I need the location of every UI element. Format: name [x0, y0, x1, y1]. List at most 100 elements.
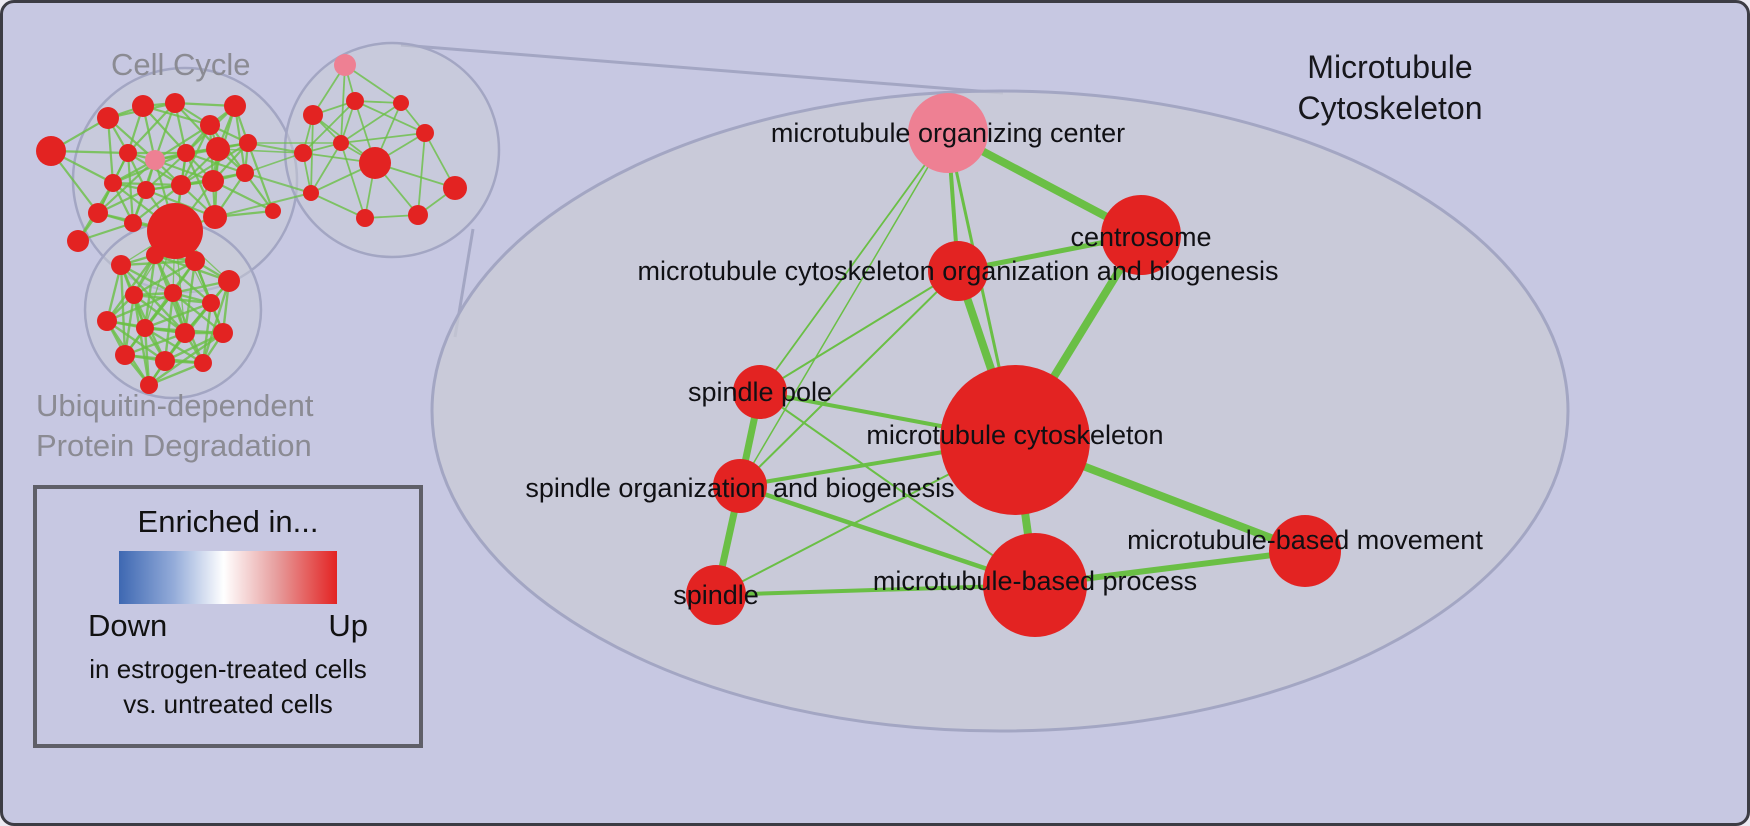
node-mco — [928, 241, 988, 301]
mini-node — [104, 174, 122, 192]
mini-node — [36, 136, 66, 166]
legend-color-gradient-bar — [119, 551, 337, 604]
mini-edge — [124, 331, 186, 357]
mini-node — [145, 150, 165, 170]
legend-subtitle-line1: in estrogen-treated cells — [89, 654, 367, 684]
mini-node — [177, 144, 195, 162]
node-label-centrosome: centrosome — [1070, 222, 1211, 252]
mini-node — [416, 124, 434, 142]
node-label-mbp: microtubule-based process — [873, 566, 1197, 596]
mini-node — [136, 319, 154, 337]
minimap-nodes — [36, 54, 467, 394]
mini-node — [140, 376, 158, 394]
mini-node — [111, 255, 131, 275]
mini-edge — [133, 259, 196, 297]
mini-node — [443, 176, 467, 200]
mini-node — [137, 181, 155, 199]
node-moc — [908, 93, 988, 173]
node-mbp — [983, 533, 1087, 637]
mini-edge — [310, 192, 366, 219]
mini-edge — [148, 332, 224, 386]
mini-edge — [302, 100, 356, 154]
mini-edge — [201, 280, 231, 364]
mini-node — [346, 92, 364, 110]
mini-node — [147, 203, 203, 259]
node-label-mc: microtubule cytoskeleton — [866, 420, 1163, 450]
mini-node — [303, 105, 323, 125]
mini-node — [185, 251, 205, 271]
edge-spindle_pole-mbp — [759, 391, 1036, 586]
mini-node — [88, 203, 108, 223]
mini-node — [359, 147, 391, 179]
edge-mco-spindle_pole — [759, 270, 959, 393]
legend-up-label: Up — [328, 608, 368, 643]
mini-edge — [132, 184, 182, 224]
mini-edge — [344, 64, 402, 104]
node-label-mbm: microtubule-based movement — [1127, 525, 1483, 555]
mini-node — [294, 144, 312, 162]
mini-edge — [247, 142, 304, 154]
mini-edge — [106, 291, 174, 323]
mini-node — [200, 115, 220, 135]
mini-edge — [132, 294, 151, 386]
mini-edge — [340, 102, 402, 144]
edge-moc-sob — [739, 132, 949, 487]
mini-node — [146, 246, 164, 264]
mini-edge — [127, 102, 176, 154]
mini-edge — [354, 100, 426, 134]
mini-edge — [120, 264, 186, 334]
network-canvas: microtubule organizing center centrosome m… — [36, 41, 1570, 733]
mini-node — [356, 209, 374, 227]
mini-edge — [244, 152, 304, 174]
mini-node — [213, 323, 233, 343]
node-spindle_pole — [733, 365, 787, 419]
mini-edge — [144, 301, 212, 330]
mini-node — [265, 203, 281, 219]
mini-edge — [244, 172, 312, 194]
cluster-label-cell-cycle: Cell Cycle — [111, 47, 251, 82]
node-label-mco: microtubule cytoskeleton organization an… — [638, 256, 1279, 286]
mini-node — [155, 351, 175, 371]
mini-edge — [153, 102, 177, 161]
cluster-label-microtubule-cytoskeleton: Microtubule Cytoskeleton — [1297, 49, 1483, 126]
node-spindle — [686, 565, 746, 625]
legend-down-label: Down — [88, 608, 168, 643]
mini-node — [115, 345, 135, 365]
legend-title: Enriched in... — [137, 504, 319, 539]
legend-endpoint-labels: Down Up — [88, 608, 368, 644]
node-label-spindle: spindle — [673, 580, 759, 610]
mini-node — [175, 323, 195, 343]
legend-subtitle-line2: vs. untreated cells — [123, 689, 333, 720]
mini-node — [239, 134, 257, 152]
mini-node — [202, 294, 220, 312]
mini-edge — [119, 264, 127, 356]
mini-node — [194, 354, 212, 372]
mini-edge — [154, 124, 211, 161]
node-mbm — [1269, 515, 1341, 587]
mini-edge — [145, 188, 216, 219]
node-label-moc: microtubule organizing center — [771, 118, 1125, 148]
mini-node — [125, 286, 143, 304]
cluster-label-ubiquitin-dependent-protein-degradation: Ubiquitin-dependent Protein Degradation — [36, 388, 314, 463]
node-label-sob: spindle organization and biogenesis — [525, 473, 954, 503]
mini-node — [171, 175, 191, 195]
mini-node — [333, 135, 349, 151]
mini-edge — [217, 148, 304, 154]
node-mc — [940, 365, 1090, 515]
node-label-spindle_pole: spindle pole — [688, 377, 832, 407]
mini-node — [393, 95, 409, 111]
mini-node — [203, 205, 227, 229]
mini-edge — [126, 152, 135, 224]
mini-node — [97, 311, 117, 331]
mini-node — [408, 205, 428, 225]
legend-box: Enriched in... Down Up in estrogen-treat… — [33, 485, 423, 748]
mini-node — [218, 270, 240, 292]
mini-node — [124, 214, 142, 232]
mini-node — [236, 164, 254, 182]
mini-edge — [310, 142, 342, 194]
main-cluster-node-labels: microtubule organizing center centrosome m… — [525, 118, 1483, 610]
mini-edge — [133, 294, 186, 334]
mini-edge — [144, 326, 204, 365]
mini-node — [206, 137, 230, 161]
mini-node — [202, 170, 224, 192]
